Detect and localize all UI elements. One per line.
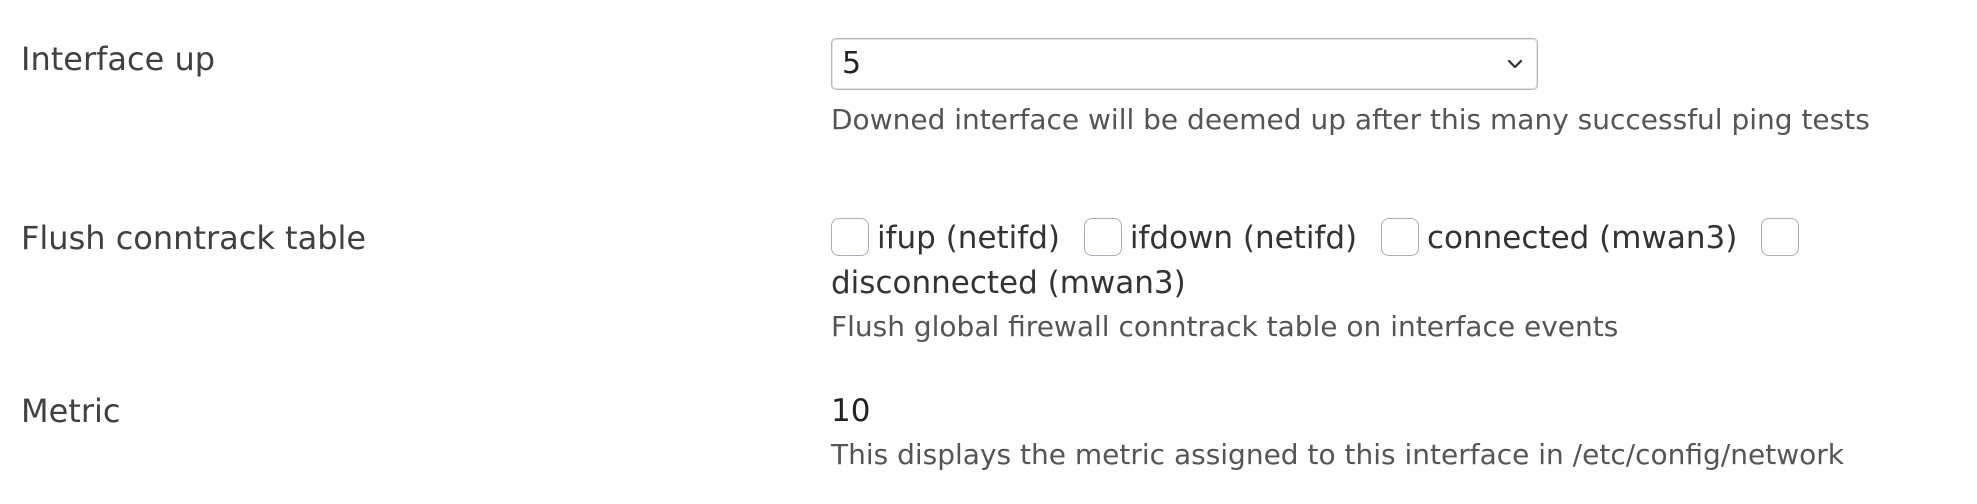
option-ifup-label: ifup (netifd) bbox=[877, 220, 1060, 256]
metric-description: This displays the metric assigned to thi… bbox=[831, 438, 1844, 471]
flush-conntrack-description: Flush global firewall conntrack table on… bbox=[831, 310, 1619, 343]
checkbox-ifup[interactable] bbox=[831, 218, 869, 256]
option-ifup[interactable]: ifup (netifd) bbox=[831, 218, 1060, 256]
metric-value: 10 bbox=[831, 393, 871, 429]
interface-up-select[interactable]: 5 bbox=[831, 38, 1538, 90]
chevron-down-icon bbox=[1507, 59, 1523, 69]
metric-field: 10 This displays the metric assigned to … bbox=[831, 391, 1971, 473]
interface-up-description: Downed interface will be deemed up after… bbox=[831, 103, 1870, 136]
checkbox-ifdown[interactable] bbox=[1083, 218, 1122, 256]
interface-up-field: 5 Downed interface will be deemed up aft… bbox=[831, 38, 1971, 138]
option-connected[interactable]: connected (mwan3) bbox=[1381, 218, 1738, 256]
flush-conntrack-field: ifup (netifd) ifdown (netifd) connected … bbox=[831, 216, 1971, 345]
checkbox-disconnected[interactable] bbox=[1761, 218, 1800, 256]
checkbox-connected[interactable] bbox=[1381, 218, 1419, 256]
option-disconnected-label[interactable]: disconnected (mwan3) bbox=[831, 265, 1186, 301]
interface-up-select-value: 5 bbox=[842, 46, 862, 81]
option-ifdown[interactable]: ifdown (netifd) bbox=[1083, 218, 1358, 256]
option-ifdown-label: ifdown (netifd) bbox=[1129, 220, 1358, 256]
flush-conntrack-label: Flush conntrack table bbox=[21, 219, 367, 257]
option-connected-label: connected (mwan3) bbox=[1427, 220, 1738, 256]
flush-conntrack-options: ifup (netifd) ifdown (netifd) connected … bbox=[831, 216, 1971, 306]
interface-up-label: Interface up bbox=[21, 40, 216, 78]
metric-label: Metric bbox=[21, 392, 121, 430]
